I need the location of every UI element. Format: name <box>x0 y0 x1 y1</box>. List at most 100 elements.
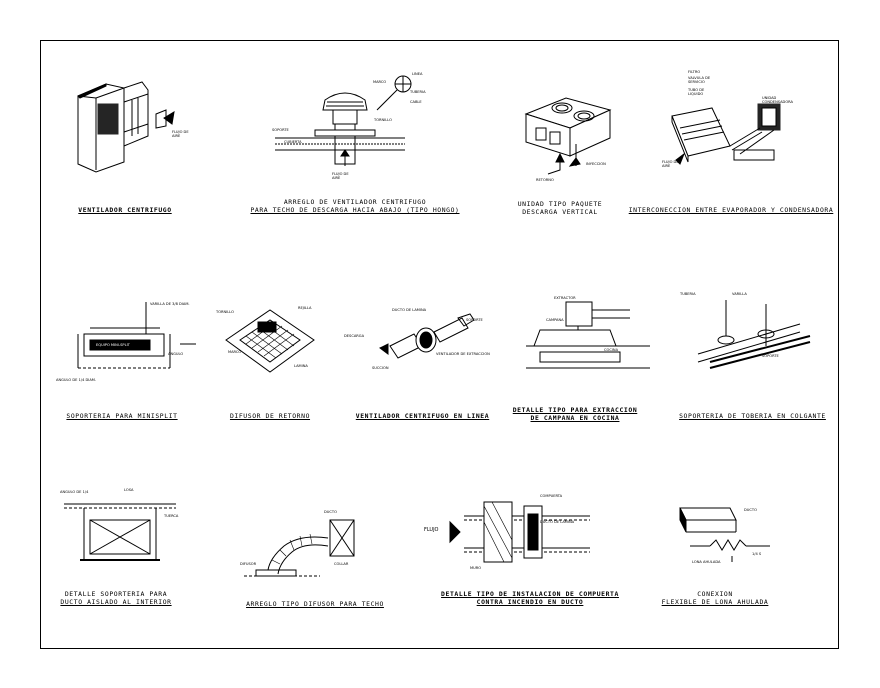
evaporator-condenser-drawing <box>650 64 820 184</box>
d12-caption-line-1: DETALLE TIPO DE INSTALACION DE COMPUERTA <box>441 590 619 598</box>
d6-caption-line: DIFUSOR DE RETORNO <box>229 412 311 420</box>
d2-caption-line-2: PARA TECHO DE DESCARGA HACIA ABAJO (TIPO… <box>250 206 460 214</box>
d8-label-cocina: COCINA <box>604 348 619 352</box>
d11-label-ducto: DUCTO <box>324 510 337 514</box>
d3-caption-line-2: DESCARGA VERTICAL <box>522 208 598 216</box>
d1-label-line-2: AIRE <box>172 134 181 139</box>
d12-label-flujo: FLUJO <box>424 527 439 533</box>
d2-label-cubierta: CUBIERTA <box>284 140 302 144</box>
d5-caption-line: SOPORTERIA PARA MINISPLIT <box>66 412 178 420</box>
d2-caption-line-1: ARREGLO DE VENTILADOR CENTRIFUGO <box>283 198 427 206</box>
return-diffuser-drawing <box>220 300 320 380</box>
d4-valve-line-2: SERVICIO <box>688 80 705 85</box>
d5-caption: SOPORTERIA PARA MINISPLIT <box>52 412 192 420</box>
drawing-frame <box>40 40 839 649</box>
inline-fan-drawing <box>370 306 480 376</box>
d7-label-extractor: VENTILADOR DE EXTRACCION <box>436 352 490 356</box>
d10-caption: DETALLE SOPORTERIA PARA DUCTO AISLADO AL… <box>46 590 186 606</box>
centrifugal-fan-drawing <box>76 74 186 170</box>
d10-label-angle: ANGULO DE 1/4 <box>60 490 89 494</box>
d11-caption: ARREGLO TIPO DIFUSOR PARA TECHO <box>230 600 400 608</box>
d12-caption: DETALLE TIPO DE INSTALACION DE COMPUERTA… <box>430 590 630 606</box>
roof-fan-drawing <box>255 72 425 182</box>
d2-flow-line-2: AIRE <box>332 176 341 181</box>
pipe-hanger-drawing <box>690 296 820 376</box>
d4-label-liquid: TUBO DE LIQUIDO <box>688 88 704 96</box>
d1-label-flow: FLUJO DE AIRE <box>172 130 189 138</box>
d3-label-retorno: RETORNO <box>536 178 554 182</box>
d8-label-campana: CAMPANA <box>546 318 564 322</box>
d7-caption: VENTILADOR CENTRIFUGO EN LINEA <box>350 412 495 420</box>
d10-label-tuerca: TUERCA <box>164 514 179 518</box>
d4-flow-line-1: FLUJO DE <box>662 160 679 164</box>
d6-label-rejilla: REJILLA <box>298 306 312 310</box>
d7-label-succion: SUCCION <box>372 366 389 370</box>
d4-label-valve: VALVULA DE SERVICIO <box>688 76 710 84</box>
d4-caption: INTERCONECCION ENTRE EVAPORADOR Y CONDEN… <box>626 206 836 214</box>
d7-label-duct: DUCTO DE LAMINA <box>392 308 427 312</box>
d2-label-soporte: SOPORTE <box>272 128 289 132</box>
d7-label-soporte: SOPORTE <box>466 318 483 322</box>
flex-connector-drawing <box>670 500 790 570</box>
d2-label-tuberia: TUBERIA <box>410 90 426 94</box>
d12-caption-line-2: CONTRA INCENDIO EN DUCTO <box>476 598 584 606</box>
d4-label-condenser: UNIDAD CONDENSADORA <box>762 96 793 104</box>
d13-label-size: 1/4 S <box>752 552 762 556</box>
d4-liquid-line-1: TUBO DE <box>688 88 705 92</box>
d3-label-inyeccion: INYECCION <box>586 162 606 166</box>
d4-label-flow: FLUJO DE AIRE <box>662 160 679 168</box>
d1-caption-line: VENTILADOR CENTRIFUGO <box>78 206 172 214</box>
d9-caption-line: SOPORTERIA DE TOBERIA EN COLGANTE <box>679 412 826 420</box>
insulated-duct-support-drawing <box>60 490 180 574</box>
d8-caption: DETALLE TIPO PARA EXTRACCION DE CAMPANA … <box>500 406 650 422</box>
d4-caption-line: INTERCONECCION ENTRE EVAPORADOR Y CONDEN… <box>628 206 834 214</box>
d2-caption: ARREGLO DE VENTILADOR CENTRIFUGO PARA TE… <box>250 198 460 214</box>
d5-label-equipment: EQUIPO MINI-SPLIT <box>96 343 130 347</box>
d9-label-varilla: VARILLA <box>732 292 747 296</box>
d11-caption-line: ARREGLO TIPO DIFUSOR PARA TECHO <box>246 600 384 608</box>
d9-label-soporte: SOPORTE <box>762 354 779 358</box>
d2-label-flow: FLUJO DE AIRE <box>332 172 349 180</box>
d4-valve-line-1: VALVULA DE <box>688 76 711 80</box>
d4-flow-line-2: AIRE <box>662 164 671 169</box>
d9-label-tuberia: TUBERIA <box>680 292 696 296</box>
d4-cond-line-2: CONDENSADORA <box>762 100 793 105</box>
d2-label-marco: MARCO <box>373 80 387 84</box>
d13-label-ducto: DUCTO <box>744 508 757 512</box>
d9-caption: SOPORTERIA DE TOBERIA EN COLGANTE <box>670 412 835 420</box>
d13-label-lona: LONA AHULADA <box>692 560 721 564</box>
d12-label-muro: MURO <box>470 566 482 570</box>
d5-label-rod: VARILLA DE 3/8 DIAM. <box>150 302 190 306</box>
d5-label-angle: ANGULO <box>168 352 184 356</box>
d2-label-tornillo: TORNILLO <box>374 118 392 122</box>
d4-label-filtro: FILTRO <box>688 70 701 74</box>
d6-label-marco: MARCO <box>228 350 242 354</box>
d12-label-compuerta: COMPUERTA <box>540 494 563 498</box>
minisplit-support-drawing <box>50 298 200 384</box>
d6-label-tornillo: TORNILLO <box>216 310 234 314</box>
d2-label-cable: CABLE <box>410 100 422 104</box>
d6-label-lamina: LAMINA <box>294 364 308 368</box>
d10-caption-line-1: DETALLE SOPORTERIA PARA <box>64 590 168 598</box>
d1-caption: VENTILADOR CENTRIFUGO <box>50 206 200 214</box>
d12-label-duct: DUCTO DE LAMINA <box>540 520 575 524</box>
d3-caption-line-1: UNIDAD TIPO PAQUETE <box>517 200 603 208</box>
d4-liquid-line-2: LIQUIDO <box>688 92 704 97</box>
d13-caption-line-2: FLEXIBLE DE LONA AHULADA <box>661 598 769 606</box>
d8-caption-line-1: DETALLE TIPO PARA EXTRACCION <box>512 406 638 414</box>
d8-label-extractor: EXTRACTOR <box>554 296 576 300</box>
fire-damper-drawing <box>420 492 610 572</box>
d13-caption-line-1: CONEXION <box>697 590 733 598</box>
package-unit-drawing <box>522 92 632 182</box>
d4-cond-line-1: UNIDAD <box>762 96 777 100</box>
d11-label-difusor: DIFUSOR <box>240 562 257 566</box>
d8-caption-line-2: DE CAMPANA EN COCINA <box>530 414 620 422</box>
d10-label-losa: LOSA <box>124 488 134 492</box>
ceiling-diffuser-drawing <box>240 510 370 582</box>
d6-caption: DIFUSOR DE RETORNO <box>210 412 330 420</box>
d11-label-collar: COLLAR <box>334 562 349 566</box>
d2-flow-line-1: FLUJO DE <box>332 172 349 176</box>
d10-caption-line-2: DUCTO AISLADO AL INTERIOR <box>60 598 172 606</box>
d13-caption: CONEXION FLEXIBLE DE LONA AHULADA <box>650 590 780 606</box>
d1-label-line-1: FLUJO DE <box>172 130 189 134</box>
